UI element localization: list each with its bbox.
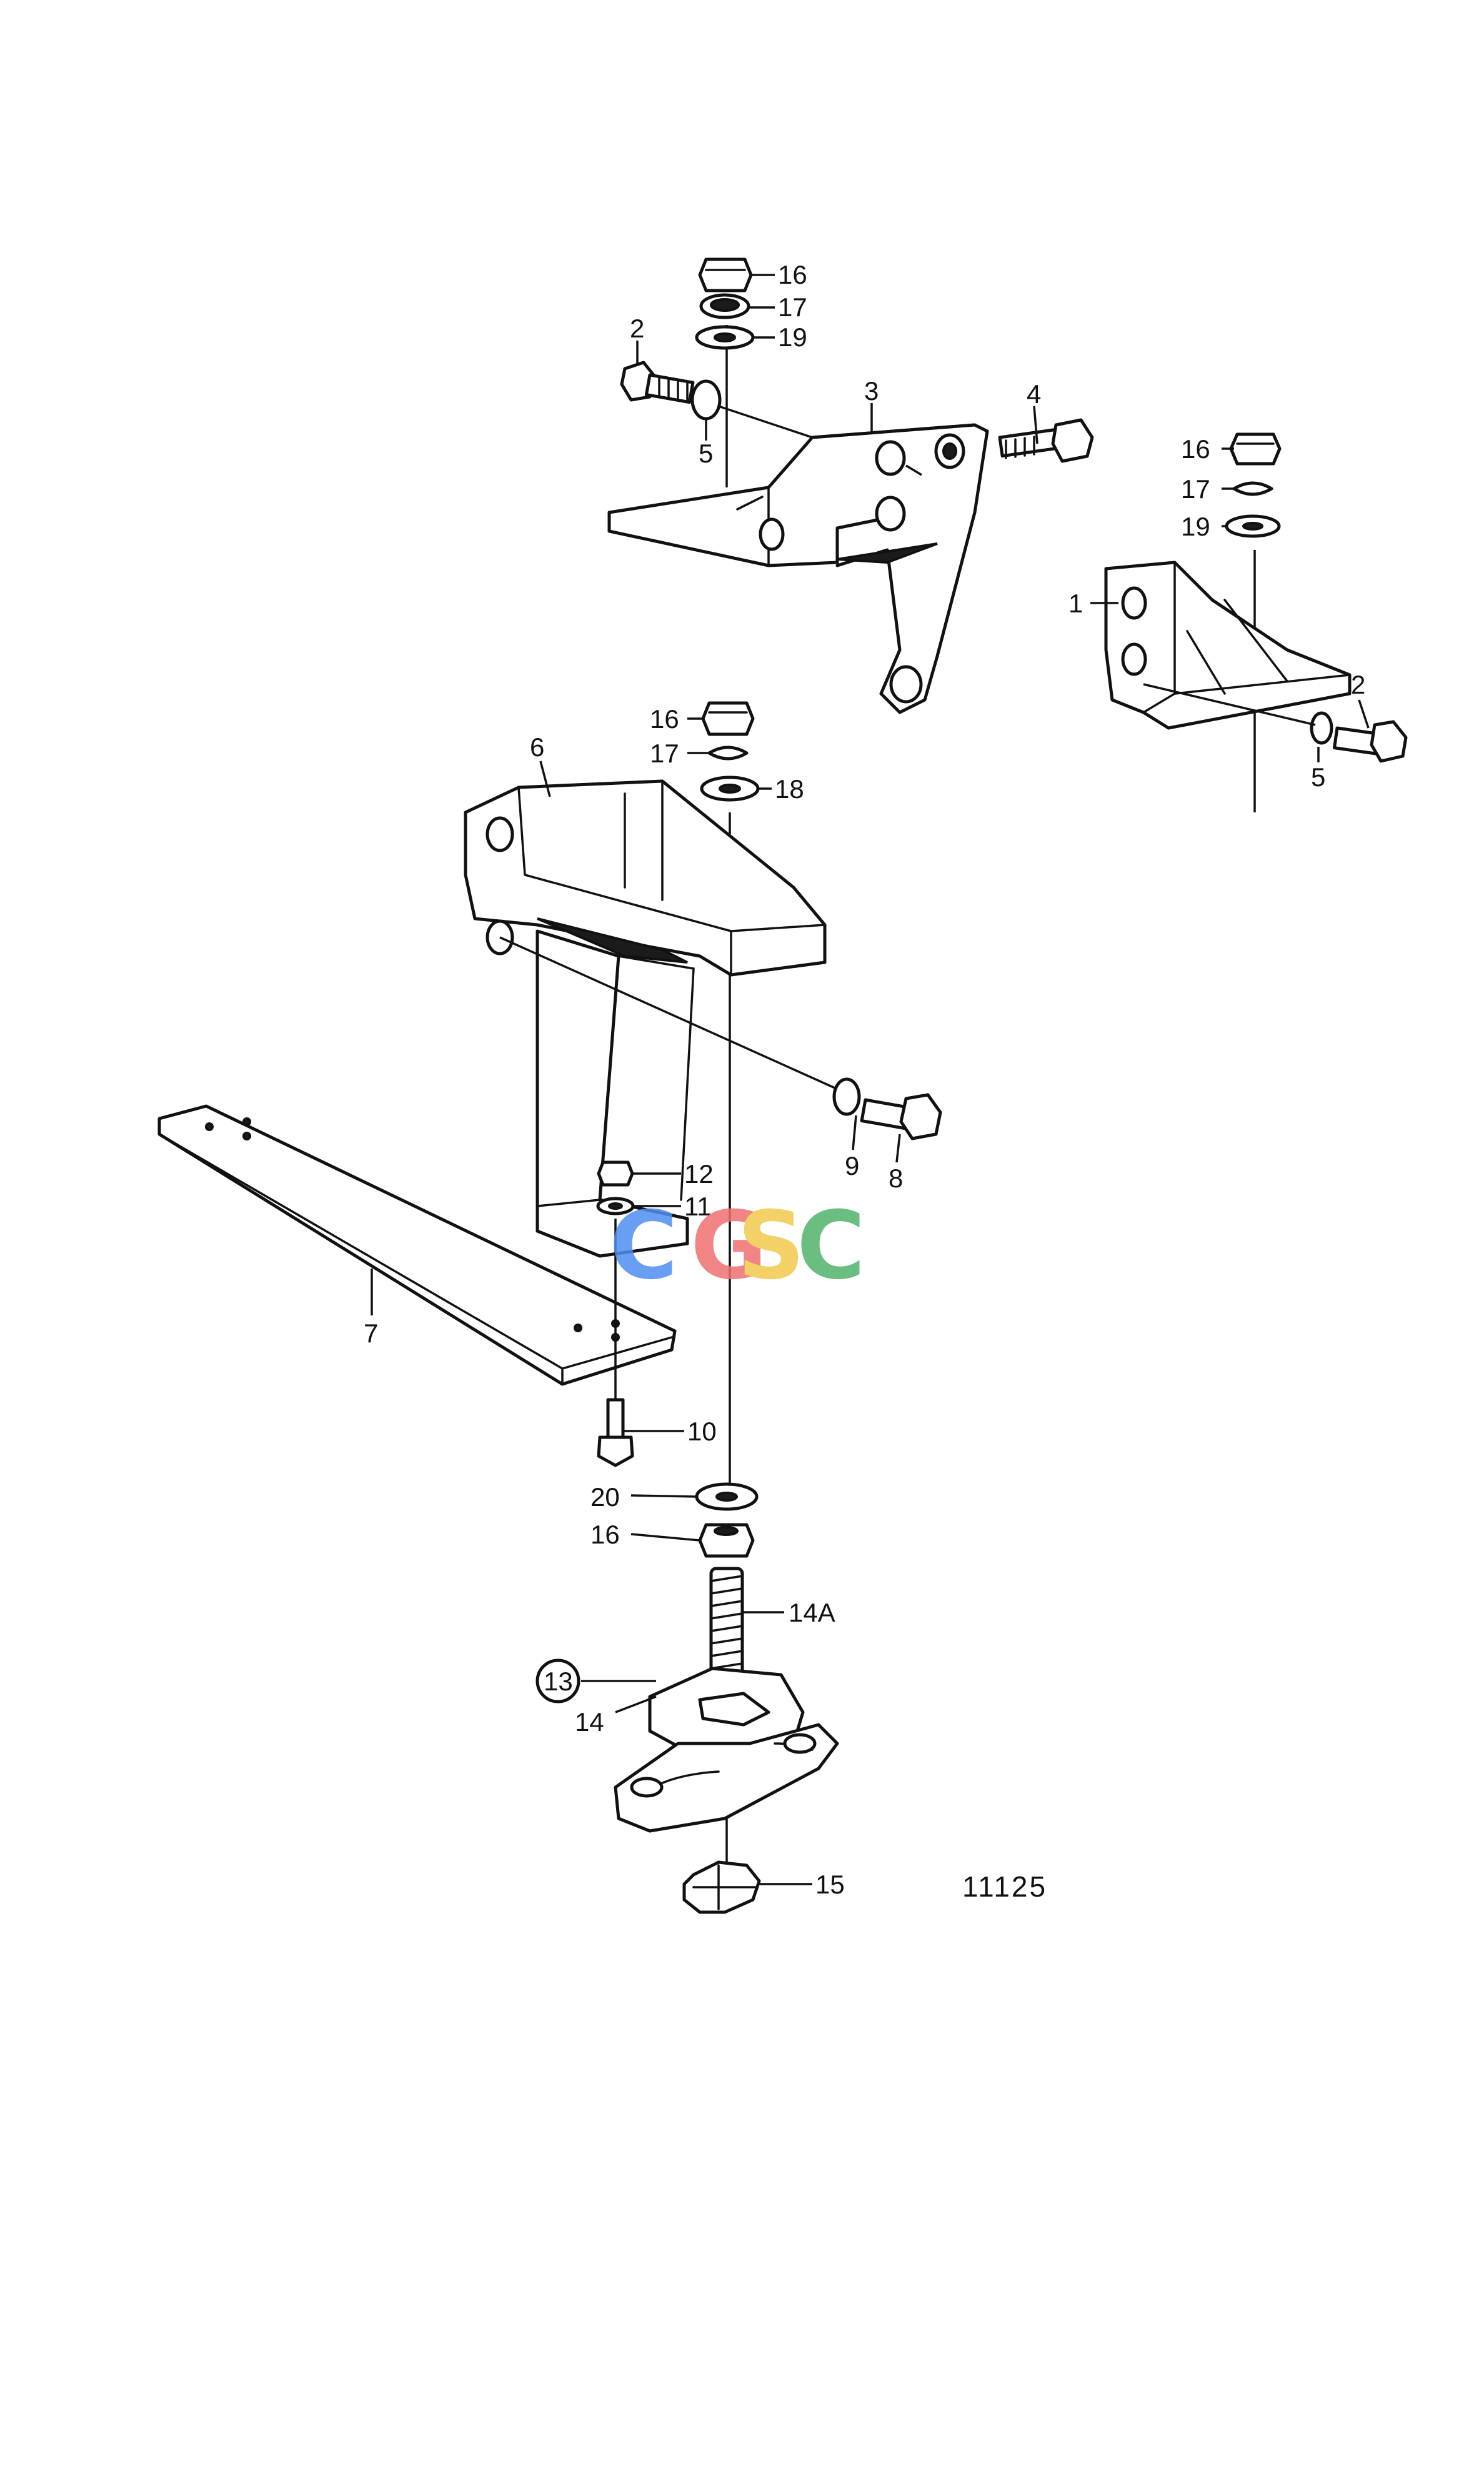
flat-bar-icon: [157, 1104, 677, 1400]
callout-10: 10: [687, 1417, 717, 1446]
bolt-icon: [1333, 720, 1408, 763]
nut-icon: [701, 701, 755, 736]
knob-icon: [682, 1860, 761, 1914]
callout-6: 6: [530, 732, 544, 762]
watermark-letter: S: [737, 1192, 805, 1300]
engine-bracket-icon: [1104, 561, 1352, 730]
pedestal-bracket-assembly: [464, 701, 942, 1500]
washer-icon: [695, 1482, 759, 1511]
callout-13: 13: [544, 1667, 573, 1696]
watermark-letter: C: [797, 1192, 865, 1300]
rubber-mount-icon: [614, 1667, 839, 1862]
callout-5: 5: [699, 439, 713, 468]
top-bracket-assembly: [607, 257, 1094, 714]
washer-icon: [832, 1077, 861, 1116]
callout-9: 9: [845, 1151, 859, 1180]
engine-bracket-icon: [607, 423, 989, 714]
bolt-icon: [597, 1398, 634, 1467]
washer-icon: [1310, 711, 1333, 745]
callout-17: 17: [1181, 474, 1210, 504]
nut-icon: [698, 257, 753, 292]
watermark-logo: C G S C: [609, 1192, 865, 1300]
callout-2: 2: [630, 314, 644, 343]
callout-17: 17: [778, 292, 807, 322]
nut-icon: [1229, 432, 1282, 466]
bolt-icon: [860, 1093, 942, 1140]
callout-5: 5: [1311, 762, 1325, 792]
callout-circle: [535, 1658, 580, 1703]
callout-1: 1: [1068, 589, 1083, 618]
lock-washer-icon: [707, 746, 749, 761]
callout-7: 7: [364, 1319, 378, 1348]
callout-16: 16: [778, 260, 807, 289]
bolt-icon: [998, 418, 1094, 463]
callout-16: 16: [650, 704, 679, 734]
lock-washer-icon: [1232, 481, 1273, 496]
callout-18: 18: [775, 774, 804, 804]
callout-16: 16: [590, 1520, 620, 1549]
leader-lines: [371, 274, 1370, 1885]
callout-19: 19: [778, 322, 807, 352]
callout-17: 17: [650, 739, 679, 768]
lower-mount-assembly: [614, 1482, 839, 1914]
washer-icon: [1225, 514, 1281, 538]
callout-19: 19: [1181, 512, 1210, 541]
watermark-letter: C: [609, 1192, 678, 1300]
lock-washer-icon: [699, 293, 750, 319]
washer-icon: [596, 1197, 635, 1215]
callout-15: 15: [815, 1870, 845, 1899]
washer-icon: [695, 325, 755, 350]
callout-14: 14: [575, 1707, 604, 1737]
watermark-letter: G: [690, 1192, 767, 1300]
drawing-number: 11125: [962, 1870, 1047, 1903]
callout-12: 12: [684, 1159, 714, 1189]
right-bracket-assembly: [1104, 432, 1408, 812]
callout-14a: 14A: [789, 1598, 835, 1627]
washer-icon: [690, 379, 722, 421]
callout-20: 20: [590, 1482, 620, 1512]
callout-11: 11: [684, 1192, 712, 1221]
callout-3: 3: [864, 376, 879, 406]
callout-8: 8: [889, 1164, 903, 1193]
washer-icon: [700, 776, 760, 802]
callout-4: 4: [1027, 379, 1041, 409]
bolt-icon: [620, 361, 695, 404]
nut-icon: [698, 1523, 755, 1558]
callout-16: 16: [1181, 434, 1210, 464]
callout-2: 2: [1351, 670, 1365, 699]
callout-labels: 16 17 19 2 5 3 4 16 17 19 1 2 5 16 17 18…: [364, 260, 1365, 1899]
nut-icon: [597, 1160, 634, 1187]
pedestal-icon: [464, 779, 841, 1258]
